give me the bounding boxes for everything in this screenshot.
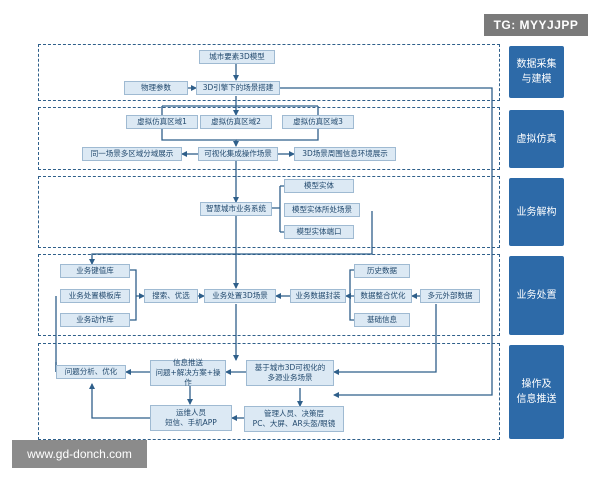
bottom-watermark: www.gd-donch.com [12,440,147,468]
node-smart-system: 智慧城市业务系统 [200,202,272,216]
node-ops: 运维人员 短信、手机APP [150,405,232,431]
edge-zone3-down [236,129,319,141]
node-history: 历史数据 [354,264,410,278]
edge-sources-bracket [349,269,354,321]
edge-scene-to-zones [161,96,319,115]
edge-scene-to-3d [280,87,493,398]
section-frame-data-collection [38,44,500,101]
node-city-model: 城市要素3D模型 [199,50,275,64]
node-multi-zone: 同一场景多区域分域展示 [82,147,182,161]
edge-external-to-scene [333,304,437,375]
section-label-data-collection: 数据采集 与建模 [509,46,564,98]
node-data-pack: 业务数据封装 [290,289,346,303]
node-scene3d: 业务处置3D场景 [204,289,276,303]
edge-zone1-down [161,129,239,147]
top-watermark: TG: MYYJJPP [484,14,588,36]
node-entity-port: 模型实体端口 [284,225,354,239]
node-env-display: 3D场景周围信息环境展示 [294,147,396,161]
node-entity-scene: 模型实体所处场景 [284,203,360,217]
section-frame-ops-push [38,343,500,440]
section-label-virtual-sim: 虚拟仿真 [509,110,564,168]
node-physical-params: 物理参数 [124,81,188,95]
node-zone-2: 虚拟仿真区域2 [200,115,272,129]
node-push: 信息推送 问题+解决方案+操作 [150,358,226,387]
node-search: 搜索、优选 [144,289,198,303]
node-analysis: 问题分析、优化 [56,365,126,379]
section-label-business-handling: 业务处置 [509,256,564,335]
node-zone-1: 虚拟仿真区域1 [126,115,198,129]
node-template-db: 业务处置模板库 [60,289,130,303]
section-frame-virtual-sim [38,107,500,170]
node-key-db: 业务键值库 [60,264,130,278]
node-visual-ops: 可视化集成操作场景 [198,147,278,161]
node-external: 多元外部数据 [420,289,480,303]
node-scene-build: 3D引擎下的场景搭建 [196,81,280,95]
edge-db-bracket [130,269,144,321]
node-mgmt: 管理人员、决策层 PC、大屏、AR头盔/眼镜 [244,406,344,432]
section-label-ops-push: 操作及 信息推送 [509,345,564,439]
node-integrate: 数据整合优化 [354,289,412,303]
edge-system-to-entities [272,185,284,233]
node-entity: 模型实体 [284,179,354,193]
node-action-db: 业务动作库 [60,313,130,327]
node-zone-3: 虚拟仿真区域3 [282,115,354,129]
section-frame-business-decon [38,176,500,248]
node-basic: 基础信息 [354,313,410,327]
node-multi-scene: 基于城市3D可视化的 多源业务场景 [246,360,334,386]
section-label-business-decon: 业务解构 [509,178,564,246]
edge-scene-entity-feedback [89,211,373,265]
edge-ops-to-analysis [89,383,150,419]
